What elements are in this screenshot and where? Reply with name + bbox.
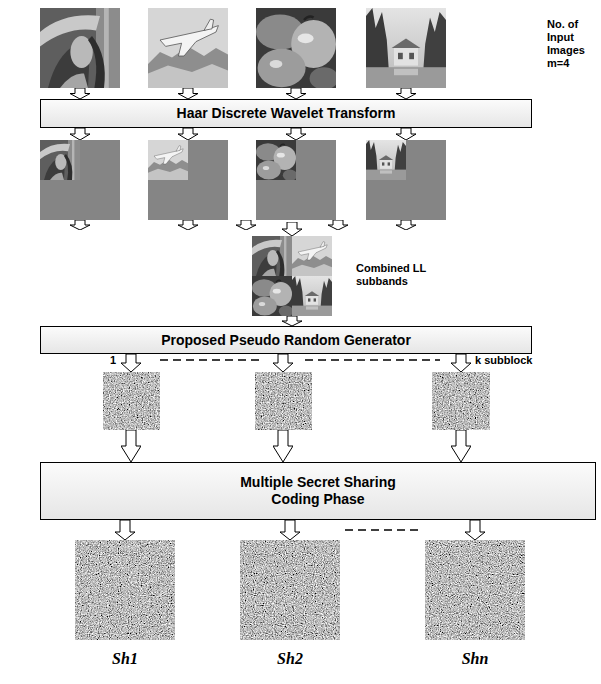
box-label: Haar Discrete Wavelet Transform [177, 105, 396, 122]
box-label: Proposed Pseudo Random Generator [161, 332, 411, 349]
input-images [40, 8, 446, 90]
flow-arrow [465, 520, 485, 540]
noise-image [75, 540, 175, 640]
flow-arrows [70, 88, 471, 462]
box-label: Multiple Secret Sharing Coding Phase [223, 474, 413, 508]
combined-ll-image [252, 236, 332, 317]
noise-image [240, 540, 340, 640]
note-label: No. of Input Images m=4 [547, 18, 599, 70]
noise-image [425, 540, 525, 640]
subblock-images [103, 372, 490, 430]
share-image: Sh2 [240, 540, 340, 668]
process-box: Haar Discrete Wavelet Transform [40, 99, 532, 128]
share-image: Sh1 [75, 540, 175, 668]
process-box: Proposed Pseudo Random Generator [40, 326, 532, 354]
image-caption: Combined LL subbands [356, 262, 446, 288]
share-label: Sh1 [75, 650, 175, 668]
dwt-images [40, 140, 446, 220]
subblock-index: 1 [110, 354, 120, 367]
share-image: Shn [425, 540, 525, 668]
share-label: Shn [425, 650, 525, 668]
subblock-index: k subblock [475, 354, 565, 367]
flow-arrow [115, 520, 135, 540]
flow-arrow [280, 520, 300, 540]
share-label: Sh2 [240, 650, 340, 668]
process-box: Multiple Secret Sharing Coding Phase [40, 462, 596, 520]
